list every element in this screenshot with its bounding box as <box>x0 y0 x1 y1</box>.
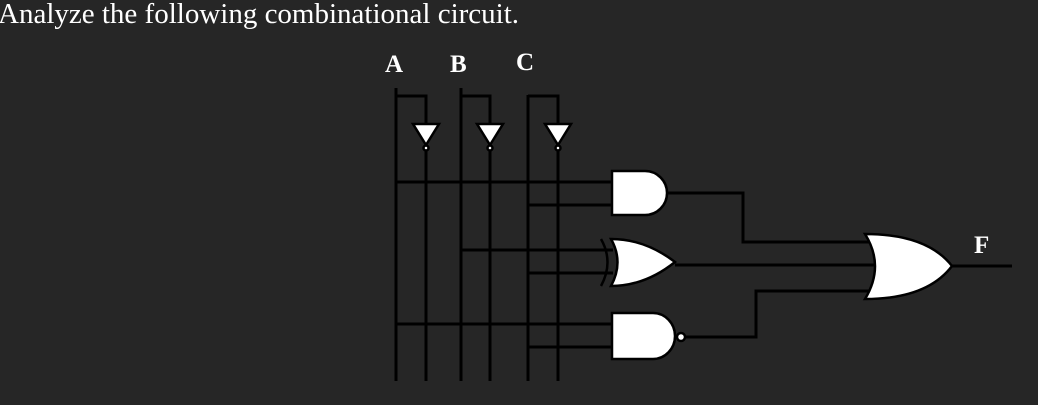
wire-c-to-not <box>528 94 560 124</box>
input-label-a: A <box>385 51 403 78</box>
wire-nand-out <box>685 289 878 339</box>
input-label-c: C <box>516 49 534 76</box>
wire-a-to-not <box>396 94 428 124</box>
question-prompt: Analyze the following combinational circ… <box>0 0 520 30</box>
wire-b-to-not <box>461 94 492 124</box>
and-gate <box>610 169 669 217</box>
output-label-f: F <box>974 232 989 259</box>
nand-gate <box>610 311 687 361</box>
or-gate <box>862 232 954 301</box>
input-label-b: B <box>450 51 467 78</box>
not-gate-c <box>542 122 574 152</box>
not-gate-b <box>474 122 506 152</box>
not-gate-a <box>410 122 442 152</box>
xnor-gate <box>599 237 678 288</box>
wire-and-out <box>667 191 878 244</box>
